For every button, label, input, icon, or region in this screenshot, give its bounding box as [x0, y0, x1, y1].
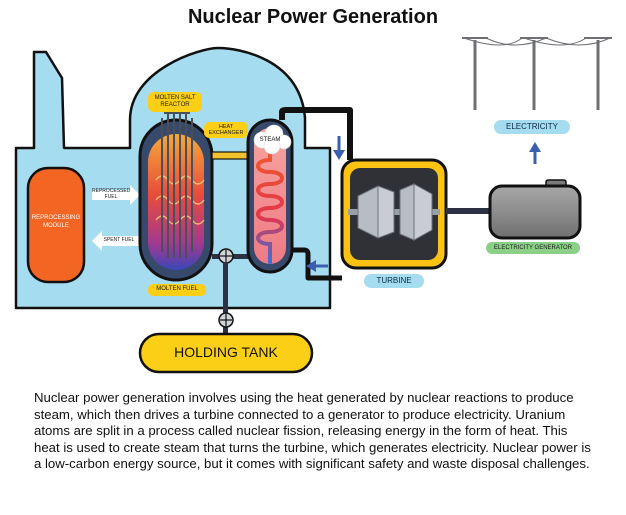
steam-pipe-top	[279, 107, 353, 160]
molten-salt-reactor-label: MOLTEN SALT REACTOR	[154, 95, 196, 108]
molten-salt-reactor-label-box	[148, 92, 202, 112]
return-flow-arrow-icon	[306, 260, 328, 272]
holding-tank-label: HOLDING TANK	[174, 344, 278, 360]
molten-fuel-label: MOLTEN FUEL	[156, 286, 198, 292]
hot-salt-pipe	[211, 151, 253, 160]
spent-fuel-arrow-icon	[92, 231, 140, 251]
drain-pipe	[223, 262, 228, 334]
reprocessing-module	[26, 166, 86, 284]
fuel-valve-icon	[218, 248, 234, 264]
electricity-generator-label: ELECTRICITY GENERATOR	[493, 245, 572, 251]
turbine-shaft	[446, 208, 492, 214]
turbine-rotor-icon	[348, 183, 440, 241]
electricity-up-arrow-icon	[529, 142, 541, 164]
steam-flow-arrow-icon	[333, 136, 345, 160]
turbine-label-pill	[364, 274, 424, 288]
molten-fuel-label-box	[148, 284, 206, 296]
diagram-title: Nuclear Power Generation	[187, 6, 439, 28]
reactor-core	[148, 134, 204, 270]
electricity-generator	[488, 184, 582, 240]
steam-cloud-icon	[253, 124, 292, 155]
turbine-label: TURBINE	[376, 276, 412, 285]
reprocessing-module-label: REPROCESSING MODULE	[31, 215, 81, 229]
reprocessed-fuel-arrow-icon	[92, 185, 140, 205]
drain-valve-icon	[218, 312, 234, 328]
electricity-generator-label-pill	[486, 242, 580, 254]
spent-fuel-label: SPENT FUEL	[103, 237, 135, 243]
control-rods	[161, 112, 193, 258]
description-paragraph: Nuclear power generation involves using …	[34, 390, 591, 472]
reprocessed-fuel-label: REPROCESSED FUEL	[92, 188, 131, 200]
power-lines-icon	[462, 37, 612, 110]
heat-exchanger-label-box	[204, 122, 248, 138]
electricity-label-pill	[494, 120, 570, 134]
heat-exchanger-coil	[256, 148, 284, 264]
condensate-pipe-bottom	[292, 247, 342, 281]
steam-label: STEAM	[259, 137, 281, 143]
heat-exchanger-label: HEAT EXCHANGER	[208, 124, 244, 136]
holding-tank	[138, 332, 314, 374]
electricity-label: ELECTRICITY	[505, 122, 558, 131]
